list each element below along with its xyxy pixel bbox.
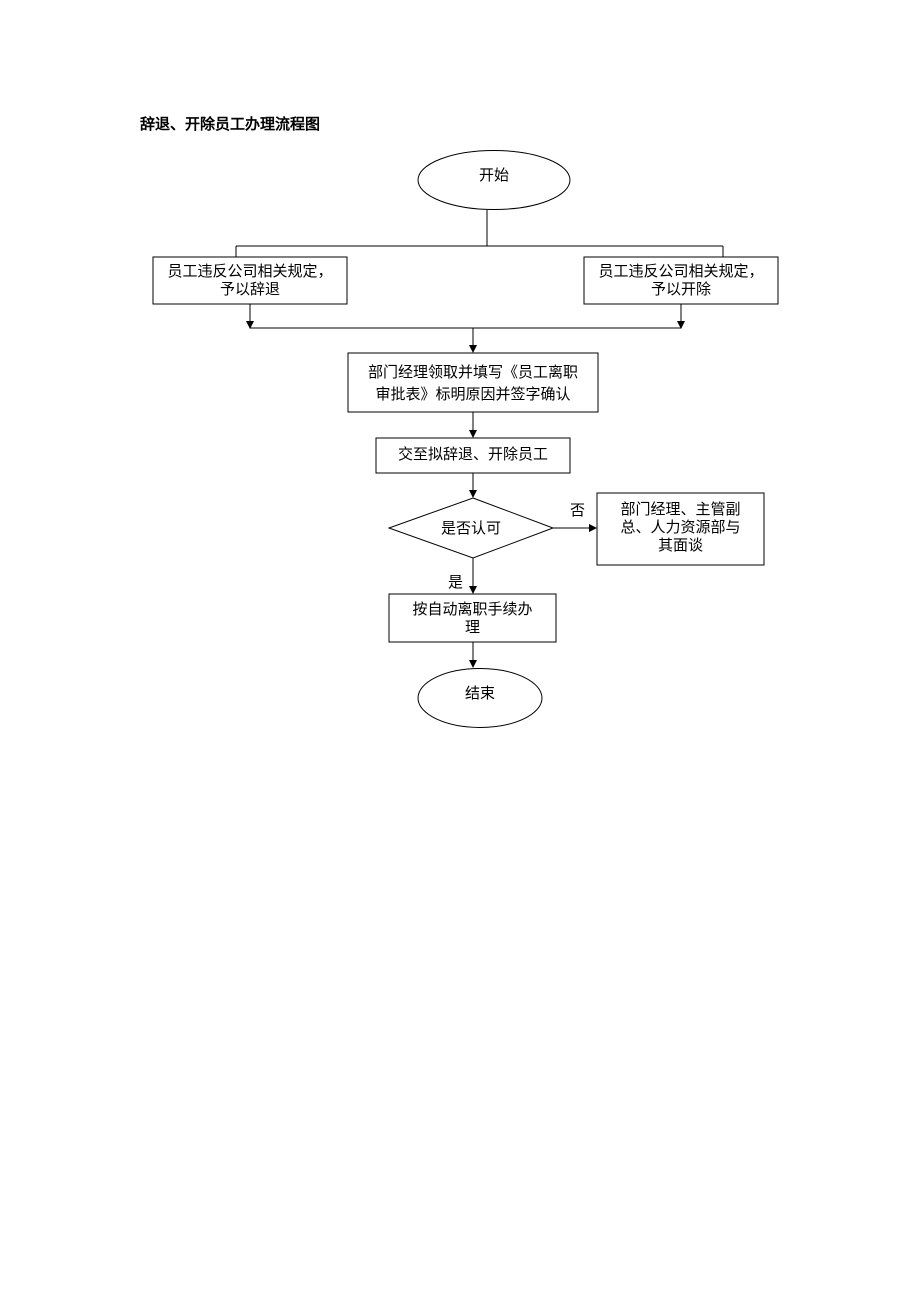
edge-label-no: 否 xyxy=(570,501,586,519)
interview-label-line2: 总、人力资源部与 xyxy=(620,518,741,536)
manager-fill-form-line1: 部门经理领取并填写《员工离职 xyxy=(367,363,578,381)
start-node xyxy=(417,150,571,210)
interview-label-line3: 其面谈 xyxy=(657,536,703,554)
resign-label-line1: 员工违反公司相关规定， xyxy=(167,262,333,280)
edge-label-yes: 是 xyxy=(448,573,464,591)
interview-node xyxy=(596,492,765,566)
start-label: 开始 xyxy=(478,166,509,184)
end-node xyxy=(417,668,543,728)
resign-label: 员工违反公司相关规定， 予以辞退 xyxy=(153,262,347,298)
resignation-process-line2: 理 xyxy=(464,618,480,636)
end-label: 结束 xyxy=(464,684,495,702)
manager-fill-form-line2: 审批表》标明原因并签字确认 xyxy=(375,385,571,403)
submit-to-employee-label: 交至拟辞退、开除员工 xyxy=(397,445,548,463)
fire-label-line2: 予以开除 xyxy=(650,280,711,298)
resign-label-line2: 予以辞退 xyxy=(219,280,280,298)
resignation-process-label: 按自动离职手续办 理 xyxy=(389,600,556,636)
fire-label-line1: 员工违反公司相关规定， xyxy=(598,262,764,280)
approval-decision-label: 是否认可 xyxy=(440,519,501,537)
manager-fill-form-label: 部门经理领取并填写《员工离职 审批表》标明原因并签字确认 xyxy=(348,361,598,405)
resignation-process-line1: 按自动离职手续办 xyxy=(412,600,533,618)
page-title: 辞退、开除员工办理流程图 xyxy=(140,115,321,133)
fire-label: 员工违反公司相关规定， 予以开除 xyxy=(584,262,778,298)
interview-label: 部门经理、主管副 总、人力资源部与 其面谈 xyxy=(597,500,764,554)
interview-label-line1: 部门经理、主管副 xyxy=(620,500,741,518)
